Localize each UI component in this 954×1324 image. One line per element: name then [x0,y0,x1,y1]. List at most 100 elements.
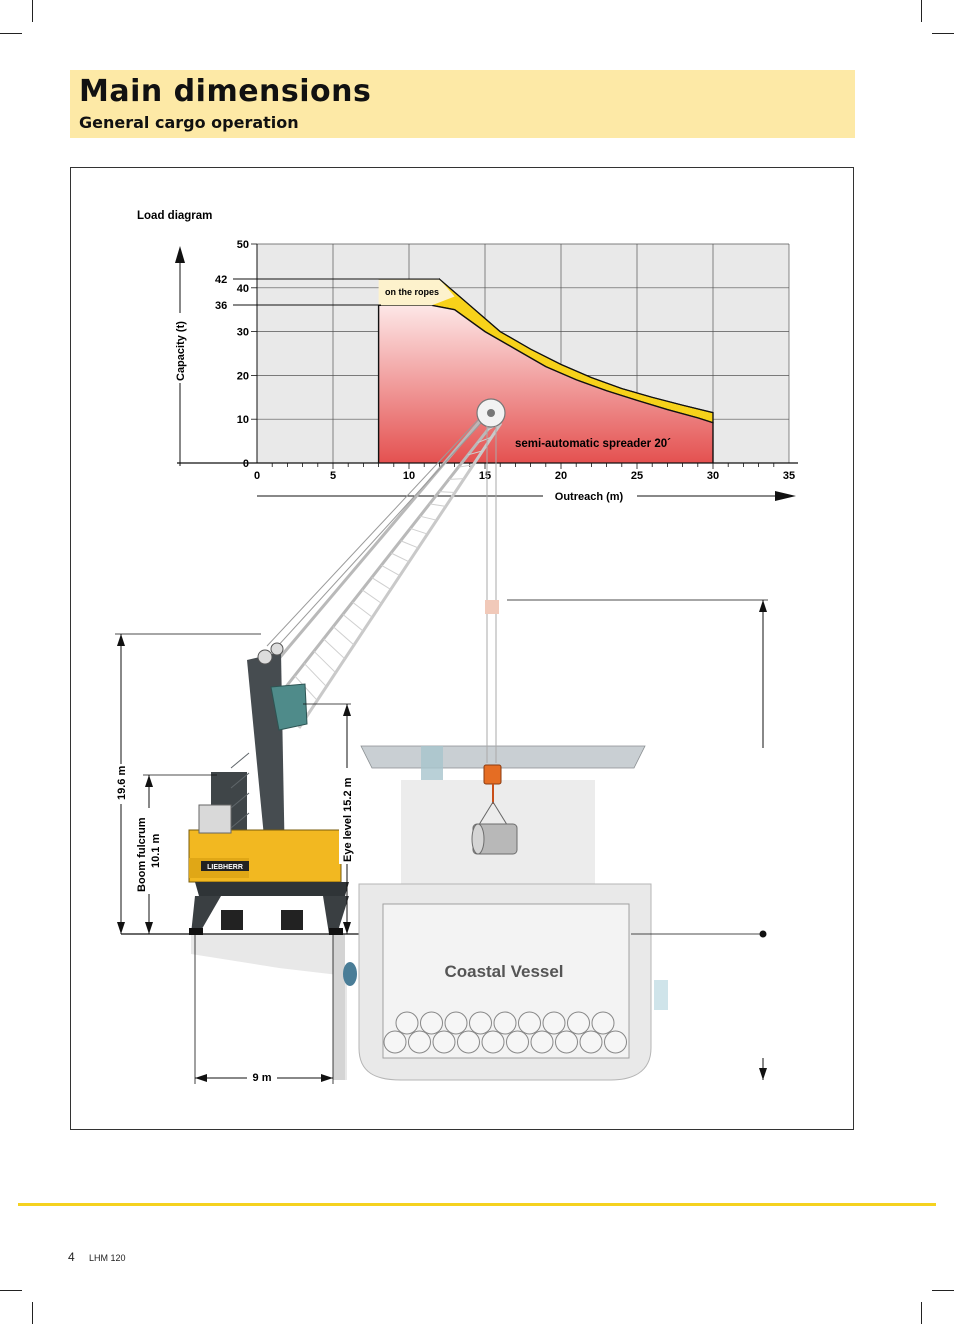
brand-plate [201,861,249,871]
dim-total-height: 19.6 m [116,766,128,800]
y-tick-label: 40 [237,283,249,295]
crop-mark [921,0,922,22]
boom-lattice-brace [361,589,382,604]
series-on-the-ropes-line [378,278,714,423]
crop-mark [921,1302,922,1324]
x-tick-label: 0 [254,470,260,482]
vessel-hatch-beam [360,745,646,769]
crop-mark [32,0,33,22]
x-tick-label: 10 [403,470,415,482]
vessel-window [654,980,668,1010]
cargo-coil [604,1030,627,1054]
cargo-coil [432,1030,456,1054]
boom-lattice-brace [352,601,373,618]
y-tick-label: 20 [237,370,249,382]
y-tick-label: 10 [237,414,249,426]
dim-arrowhead [145,922,153,934]
cargo-coil [469,1011,492,1035]
y-ticks: 0 10 20 30 40 50 [237,239,257,470]
dim-label-bg [114,764,128,804]
cargo-coil [518,1011,541,1035]
cargo-coil [493,1011,517,1035]
y-label-bg [171,313,189,383]
vessel-beam-pillar [421,746,443,782]
quay-edge [333,934,345,1080]
page-title: Main dimensions [79,74,372,109]
y-axis-arrowhead [175,246,185,263]
boom-lattice-brace [448,478,465,480]
boom-lattice-brace [400,540,419,549]
x-tick-label: 15 [479,470,491,482]
vessel-label: Coastal Vessel [444,962,563,981]
y-axis-label: Capacity (t) [175,321,187,381]
crane-vessel-illustration: Coastal Vessel [114,398,768,1085]
undercarriage [195,882,349,896]
dim-arrowhead [321,1074,333,1082]
crop-mark [0,1290,22,1291]
cargo-coil [567,1011,590,1035]
cargo-coil [506,1030,529,1054]
x-tick-label: 35 [783,470,795,482]
hook-upper-position [485,600,499,614]
cargo-coil [408,1030,431,1054]
boom-lattice-brace [410,527,428,535]
boom-lattice-brace [294,675,318,701]
dim-arrowhead [759,1068,767,1080]
tower-sheave [257,649,273,665]
wheel-sets [221,910,303,930]
x-tick-label: 5 [330,470,336,482]
dim-arrowhead [145,775,153,787]
y-tick-label: 50 [237,239,249,251]
x-axis-label: Outreach (m) [555,491,624,503]
x-tick-label: 25 [631,470,643,482]
quay-wall [191,934,347,1080]
y-mark-36: 36 [215,300,227,312]
x-axis-arrowhead [775,491,796,501]
cargo-coil [591,1011,615,1035]
operator-cabin [270,683,308,731]
crop-mark [0,33,22,34]
boom-head-hub [487,409,495,417]
dim-arrowhead [343,704,351,716]
x-label-bg [543,488,637,504]
cargo-coil [395,1011,419,1035]
page-subtitle: General cargo operation [79,113,299,132]
cargo-coils [383,1011,627,1054]
boom-lattice-brace [429,503,446,507]
dim-arrowhead [343,922,351,934]
page-number: 4 [68,1250,75,1264]
steel-coil-end [471,823,485,855]
boom-lattice-brace [467,450,483,456]
x-tick-label: 20 [555,470,567,482]
dim-arrowhead [117,634,125,646]
outrigger [191,896,221,934]
boom-lattice-brace [323,638,346,660]
cargo-coil [579,1030,603,1054]
machinery-housing [198,804,232,834]
boom-lattice-brace [371,577,391,590]
outrigger [323,896,349,934]
title-band: Main dimensions General cargo operation [70,70,855,138]
cargo-coil [555,1030,578,1054]
cargo-coil [530,1030,554,1054]
boom-lattice-brace [477,436,492,444]
crop-mark [932,33,954,34]
tower-stairs [230,752,250,829]
support-pad [189,928,203,935]
cargo-coil [481,1030,505,1054]
boom-lattice-brace [332,626,355,646]
series-label-on-the-ropes: on the ropes [385,287,439,297]
y-tick-label: 0 [243,458,249,470]
boom-lattice-brace [303,663,327,687]
series-label-spreader: semi-automatic spreader 20´ [515,438,671,450]
crop-mark [932,1290,954,1291]
chart-title: Load diagram [137,210,212,222]
tower-sheave [270,642,284,656]
cargo-coil [542,1011,566,1035]
boom-lattice-brace [381,564,401,577]
cargo-coil [457,1030,480,1054]
crop-mark [32,1302,33,1324]
y-tick-label: 30 [237,327,249,339]
ref-point [759,930,767,938]
